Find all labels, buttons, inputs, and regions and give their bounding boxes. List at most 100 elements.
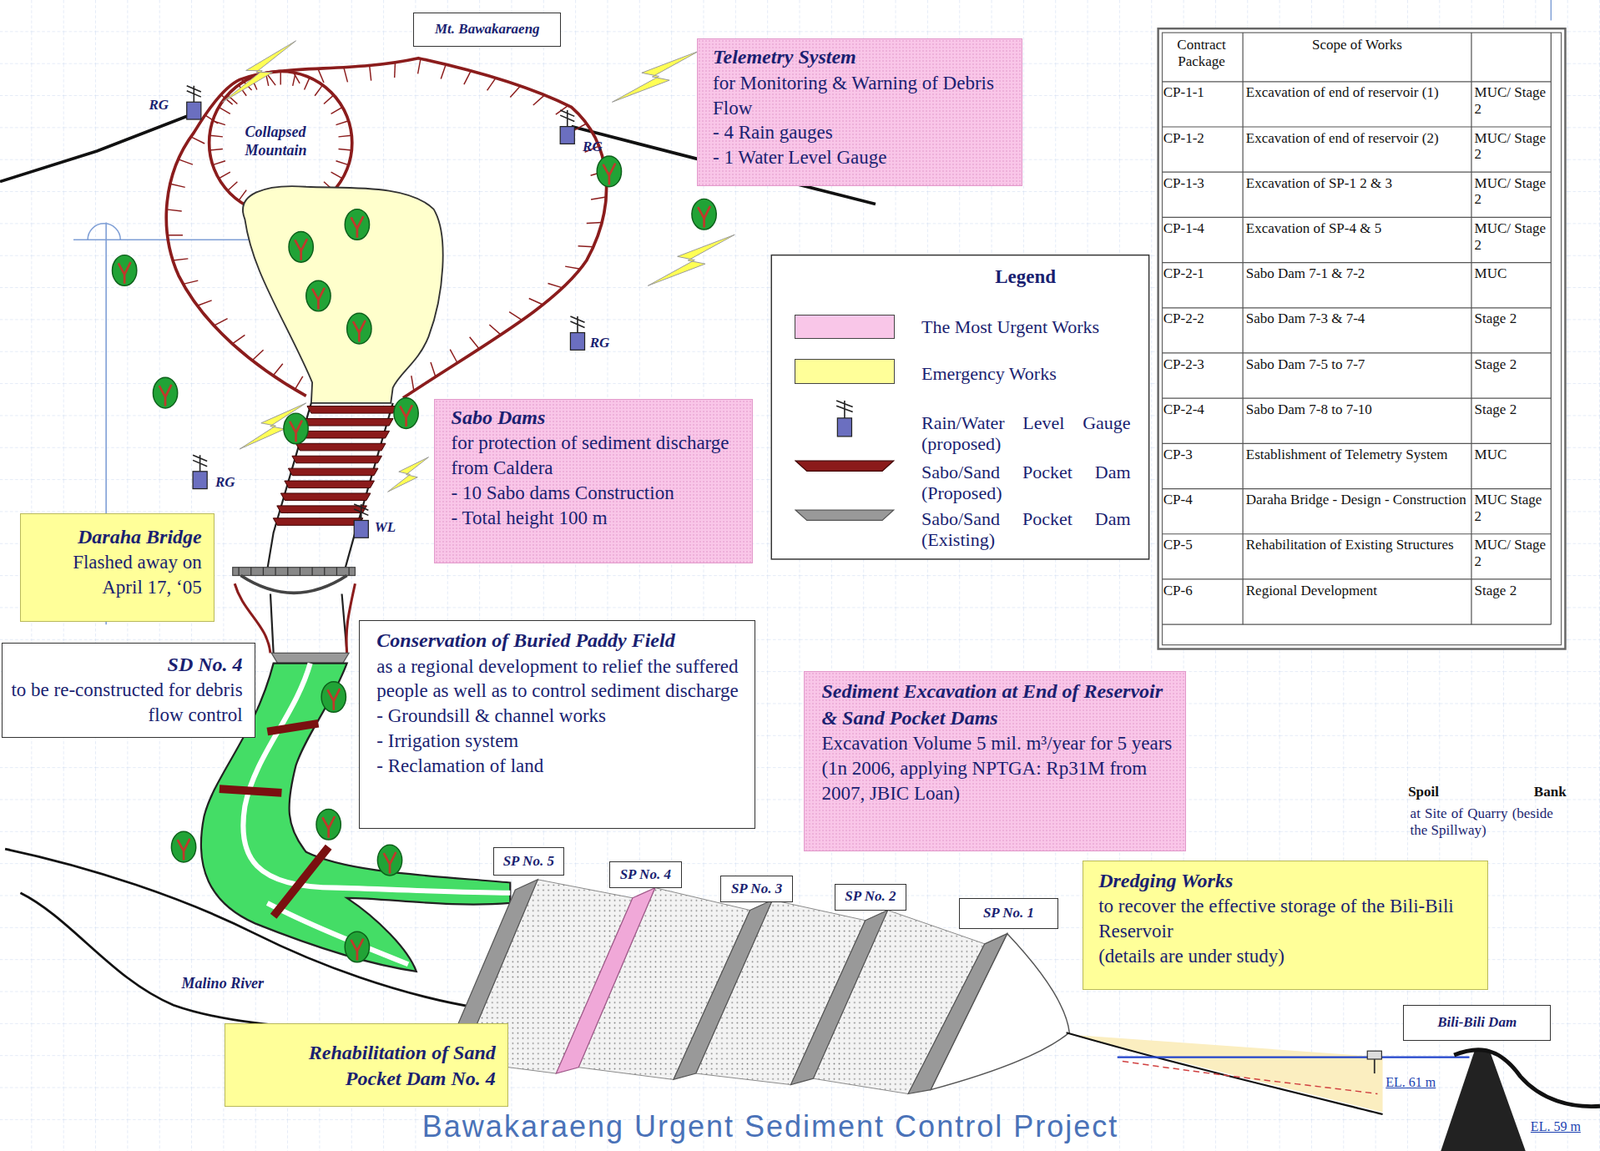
hachure-tick (533, 95, 546, 106)
hachure-tick (182, 280, 198, 284)
hachure-tick (317, 68, 324, 83)
slide-caption: Bawakaraeng Urgent Sediment Control Proj… (186, 1108, 1355, 1145)
box-text: - 4 Rain gauges (712, 120, 1015, 146)
rain-gauge (570, 316, 585, 350)
gauge-tag: RG (582, 138, 603, 156)
tree (596, 156, 621, 187)
hachure-tick (331, 106, 344, 114)
table-cell: MUC/ Stage 2 (1474, 175, 1549, 208)
ridge-line (0, 114, 192, 182)
hachure-tick (578, 246, 594, 248)
table-cell: CP-3 (1163, 446, 1241, 464)
table-cell: Excavation of SP-4 & 5 (1246, 220, 1469, 238)
sabo-dam-bar (295, 443, 386, 451)
box-heading: Dredging Works (1098, 868, 1479, 894)
peak-label-box: Mt. Bawakaraeng (413, 12, 561, 48)
hachure-tick (213, 318, 228, 326)
sediment-line (1122, 1060, 1378, 1094)
hachure-tick (323, 95, 334, 105)
table-rule (1162, 533, 1552, 535)
box-heading: SP No. 1 (961, 904, 1056, 922)
site-label: Spoil Bank (1408, 783, 1566, 801)
hachure-tick (469, 337, 480, 349)
hachure-tick (529, 297, 544, 305)
corner-tick (1550, 0, 1552, 21)
hachure-tick (449, 349, 458, 364)
bridge-rail (238, 567, 349, 576)
hachure-tick (227, 181, 238, 192)
emergency-works-box: Rehabilitation of Sand Pocket Dam No. 4 (224, 1023, 509, 1107)
sabo-dam-bar (277, 505, 368, 514)
hachure-tick (172, 258, 188, 261)
hachure-tick (279, 71, 281, 86)
tree (344, 931, 369, 963)
box-text: Excavation Volume 5 mil. m³/year for 5 y… (821, 731, 1177, 757)
sabo-dam-bar (302, 418, 394, 426)
table-header: Contract Package (1163, 36, 1241, 70)
table-cell: Sabo Dam 7-8 to 7-10 (1246, 401, 1469, 419)
box-text: to be re-constructed for debris flow con… (10, 677, 243, 728)
hachure-tick (209, 135, 223, 137)
table-cell: CP-2-2 (1163, 310, 1241, 328)
table-cell: MUC (1474, 265, 1549, 283)
table-cell: CP-4 (1163, 491, 1241, 509)
table-cell: Daraha Bridge - Design - Construction (1246, 491, 1469, 509)
box-text: (details are under study) (1098, 943, 1479, 970)
legend-sample (794, 459, 895, 473)
hachure-tick (343, 67, 349, 83)
gauge-tag: RG (590, 334, 611, 352)
sabo-dam-bar (292, 455, 383, 464)
table-cell: CP-1-2 (1163, 130, 1241, 147)
hachure-tick (232, 334, 245, 344)
table-cell: CP-2-4 (1163, 401, 1241, 419)
table-cell: Stage 2 (1474, 401, 1549, 419)
pocket-dam-wall (908, 933, 1008, 1095)
area-label: Collapsed Mountain (244, 123, 324, 160)
sabo-dam-bar (272, 518, 364, 526)
hachure-tick (590, 196, 606, 200)
hachure-tick (509, 85, 520, 98)
sand-pocket-tag: SP No. 5 (493, 847, 566, 876)
intake-structure (1367, 1050, 1382, 1060)
legend-text: Sabo/Sand Pocket Dam (Existing) (921, 508, 1131, 551)
sand-pocket-tag: SP No. 1 (958, 898, 1059, 929)
tree (691, 198, 717, 230)
box-text: - Groundsill & channel works (376, 703, 746, 729)
table-cell: CP-2-3 (1163, 356, 1241, 374)
hachure-tick (336, 161, 349, 166)
box-heading: SP No. 2 (837, 888, 904, 905)
box-heading: Mt. Bawakaraeng (417, 20, 557, 38)
pocket-dam-wall (673, 899, 773, 1080)
box-text: - 10 Sabo dams Construction (451, 480, 747, 506)
emergency-works-box: Dredging Worksto recover the effective s… (1082, 860, 1488, 990)
sand-pocket-tag: SP No. 4 (609, 861, 682, 889)
box-heading: Sediment Excavation at End of Reservoir … (821, 678, 1177, 731)
box-text: to recover the effective storage of the … (1098, 893, 1479, 944)
rain-gauge (560, 110, 575, 144)
hachure-tick (209, 148, 223, 151)
signal-bolt (388, 457, 430, 493)
hachure-tick (411, 375, 414, 391)
gauge-tag: RG (215, 474, 236, 491)
table-cell: Rehabilitation of Existing Structures (1246, 536, 1469, 554)
legend-frame (771, 255, 1149, 560)
existing-dam (271, 652, 349, 663)
signal-bolt (647, 234, 735, 286)
hachure-tick (338, 148, 353, 151)
box-text: - Total height 100 m (451, 505, 747, 531)
chute-banks (267, 403, 393, 654)
note-box: SD No. 4to be re-constructed for debris … (1, 642, 255, 738)
hachure-tick (440, 64, 446, 79)
box-heading: Daraha Bridge (29, 524, 202, 551)
tree (288, 232, 313, 263)
table-cell: CP-1-4 (1163, 220, 1241, 238)
pocket-dam-wall (790, 909, 888, 1085)
box-heading: SD No. 4 (10, 651, 243, 678)
hachure-tick (314, 85, 323, 96)
urgent-works-box: Telemetry Systemfor Monitoring & Warning… (696, 38, 1023, 186)
table-rule (1162, 578, 1552, 580)
hachure-tick (430, 362, 436, 377)
tree (316, 808, 341, 840)
box-heading: Bili-Bili Dam (1407, 1014, 1547, 1031)
